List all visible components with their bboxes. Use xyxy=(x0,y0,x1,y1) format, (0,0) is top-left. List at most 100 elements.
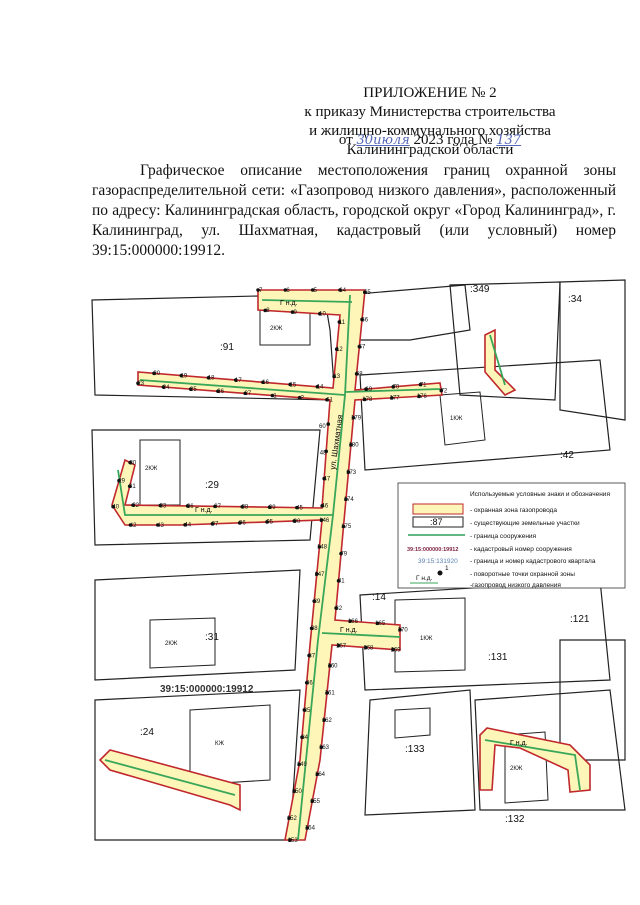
turning-point-label: 70 xyxy=(393,385,400,391)
turning-point-label: 163 xyxy=(319,745,330,751)
turning-point xyxy=(336,579,341,583)
turning-point-label: 160 xyxy=(328,664,339,670)
turning-point-label: 85 xyxy=(304,708,311,714)
turning-point xyxy=(418,382,423,387)
turning-point xyxy=(351,415,356,420)
buildings xyxy=(139,309,549,804)
turning-point-label: 46 xyxy=(321,504,328,510)
building-label: 2КЖ xyxy=(145,466,158,472)
turning-point xyxy=(362,290,367,295)
turning-point-label: 82 xyxy=(335,606,342,612)
turning-point-label: 97 xyxy=(212,522,219,528)
turning-point xyxy=(213,504,217,509)
turning-point xyxy=(320,504,324,508)
turning-point-label: 161 xyxy=(325,691,336,697)
turning-point-label: 31 xyxy=(129,484,136,490)
turning-point-label: 25 xyxy=(190,387,197,393)
turning-point xyxy=(315,572,319,576)
turning-point-label: 15 xyxy=(289,382,296,388)
turning-point-label: 16 xyxy=(262,380,269,386)
turning-point xyxy=(261,380,265,385)
turning-point xyxy=(265,520,269,524)
turning-point xyxy=(337,320,342,324)
turning-point-label: 6 xyxy=(286,288,290,294)
turning-point xyxy=(307,653,311,658)
turning-point-label: 96 xyxy=(239,521,246,527)
turning-point xyxy=(338,288,342,292)
turning-point-label: 37 xyxy=(214,504,221,510)
turning-point xyxy=(304,680,309,685)
turning-point-label: 153 xyxy=(288,838,299,844)
turning-point-label: 11 xyxy=(339,320,346,326)
turning-point-label: 154 xyxy=(305,826,316,832)
turning-point xyxy=(322,476,326,481)
turning-point-label: 162 xyxy=(322,718,333,724)
turning-point xyxy=(390,396,394,400)
legend-item: - граница и номер кадастрового квартала xyxy=(470,558,596,565)
turning-point xyxy=(210,522,215,526)
turning-point xyxy=(364,387,368,391)
turning-point-label: 60 xyxy=(319,424,326,430)
turning-point xyxy=(348,619,353,623)
turning-point xyxy=(336,643,341,648)
turning-point xyxy=(216,389,220,394)
turning-point xyxy=(324,449,328,454)
turning-point-label: 72 xyxy=(441,388,448,394)
parcel-label: :34 xyxy=(568,294,582,305)
turning-point-label: 79 xyxy=(340,551,347,557)
legend-sample: Г н.д. xyxy=(416,575,433,582)
building-label: 2КЖ xyxy=(165,641,178,647)
pipe-label: Г н.д. xyxy=(280,300,298,307)
turning-point-label: 40 xyxy=(112,504,119,510)
pipe-label: Г н.д. xyxy=(510,740,528,747)
turning-point-label: 169 xyxy=(391,647,402,653)
parcel-labels: :91:29:42:349:34:31:131:121:133:132:24:1… xyxy=(140,284,590,825)
description-paragraph: Графическое описание местоположения гран… xyxy=(92,161,616,261)
turning-point xyxy=(136,381,140,386)
turning-point-label: 81 xyxy=(338,579,345,585)
turning-point-label: 176 xyxy=(417,394,428,400)
turning-point xyxy=(292,789,296,793)
turning-point-label: 27 xyxy=(244,391,251,397)
header-line-2: и жилищно-коммунального хозяйства xyxy=(309,123,551,139)
turning-point xyxy=(325,691,329,695)
turning-point xyxy=(179,373,184,378)
legend-item: - граница сооружения xyxy=(470,533,537,540)
cadastral-number-label: 39:15:000000:19912 xyxy=(160,684,254,695)
turning-point xyxy=(315,384,320,389)
turning-point xyxy=(417,394,421,399)
turning-point-label: 179 xyxy=(351,415,362,421)
turning-point-label: 152 xyxy=(287,816,298,822)
turning-point xyxy=(326,422,331,426)
turning-point xyxy=(346,470,351,474)
turning-point-label: 12 xyxy=(336,347,343,353)
order-date-line: от 30июля 2023 года № 137 xyxy=(280,131,580,150)
turning-point xyxy=(319,518,324,522)
turning-point xyxy=(263,308,268,313)
turning-point xyxy=(295,505,299,510)
turning-point xyxy=(240,504,245,509)
turning-point xyxy=(312,599,317,603)
parcel-label: :24 xyxy=(140,727,154,738)
turning-point-label: 5 xyxy=(314,288,318,294)
turning-point xyxy=(360,317,364,322)
turning-point-label: 86 xyxy=(306,681,313,687)
turning-point xyxy=(297,762,301,767)
turning-point-label: 170 xyxy=(398,628,409,634)
turning-point xyxy=(398,627,402,632)
turning-point-label: 44 xyxy=(184,523,191,529)
parcel-label: :349 xyxy=(470,284,490,295)
turning-point-label: 29 xyxy=(118,478,125,484)
turning-point xyxy=(362,397,367,402)
turning-point xyxy=(283,288,288,292)
parcel-label: :42 xyxy=(560,450,574,461)
turning-point-label: 87 xyxy=(308,653,315,659)
legend-item: -газопровод низкого давления xyxy=(470,582,561,589)
turning-point-label: 9 xyxy=(294,310,298,316)
turning-point xyxy=(290,310,295,314)
turning-point xyxy=(117,478,121,483)
building-label: 2КЖ xyxy=(270,326,283,332)
handwritten-number: 137 xyxy=(496,133,522,148)
turning-point-label: 23 xyxy=(137,381,144,387)
